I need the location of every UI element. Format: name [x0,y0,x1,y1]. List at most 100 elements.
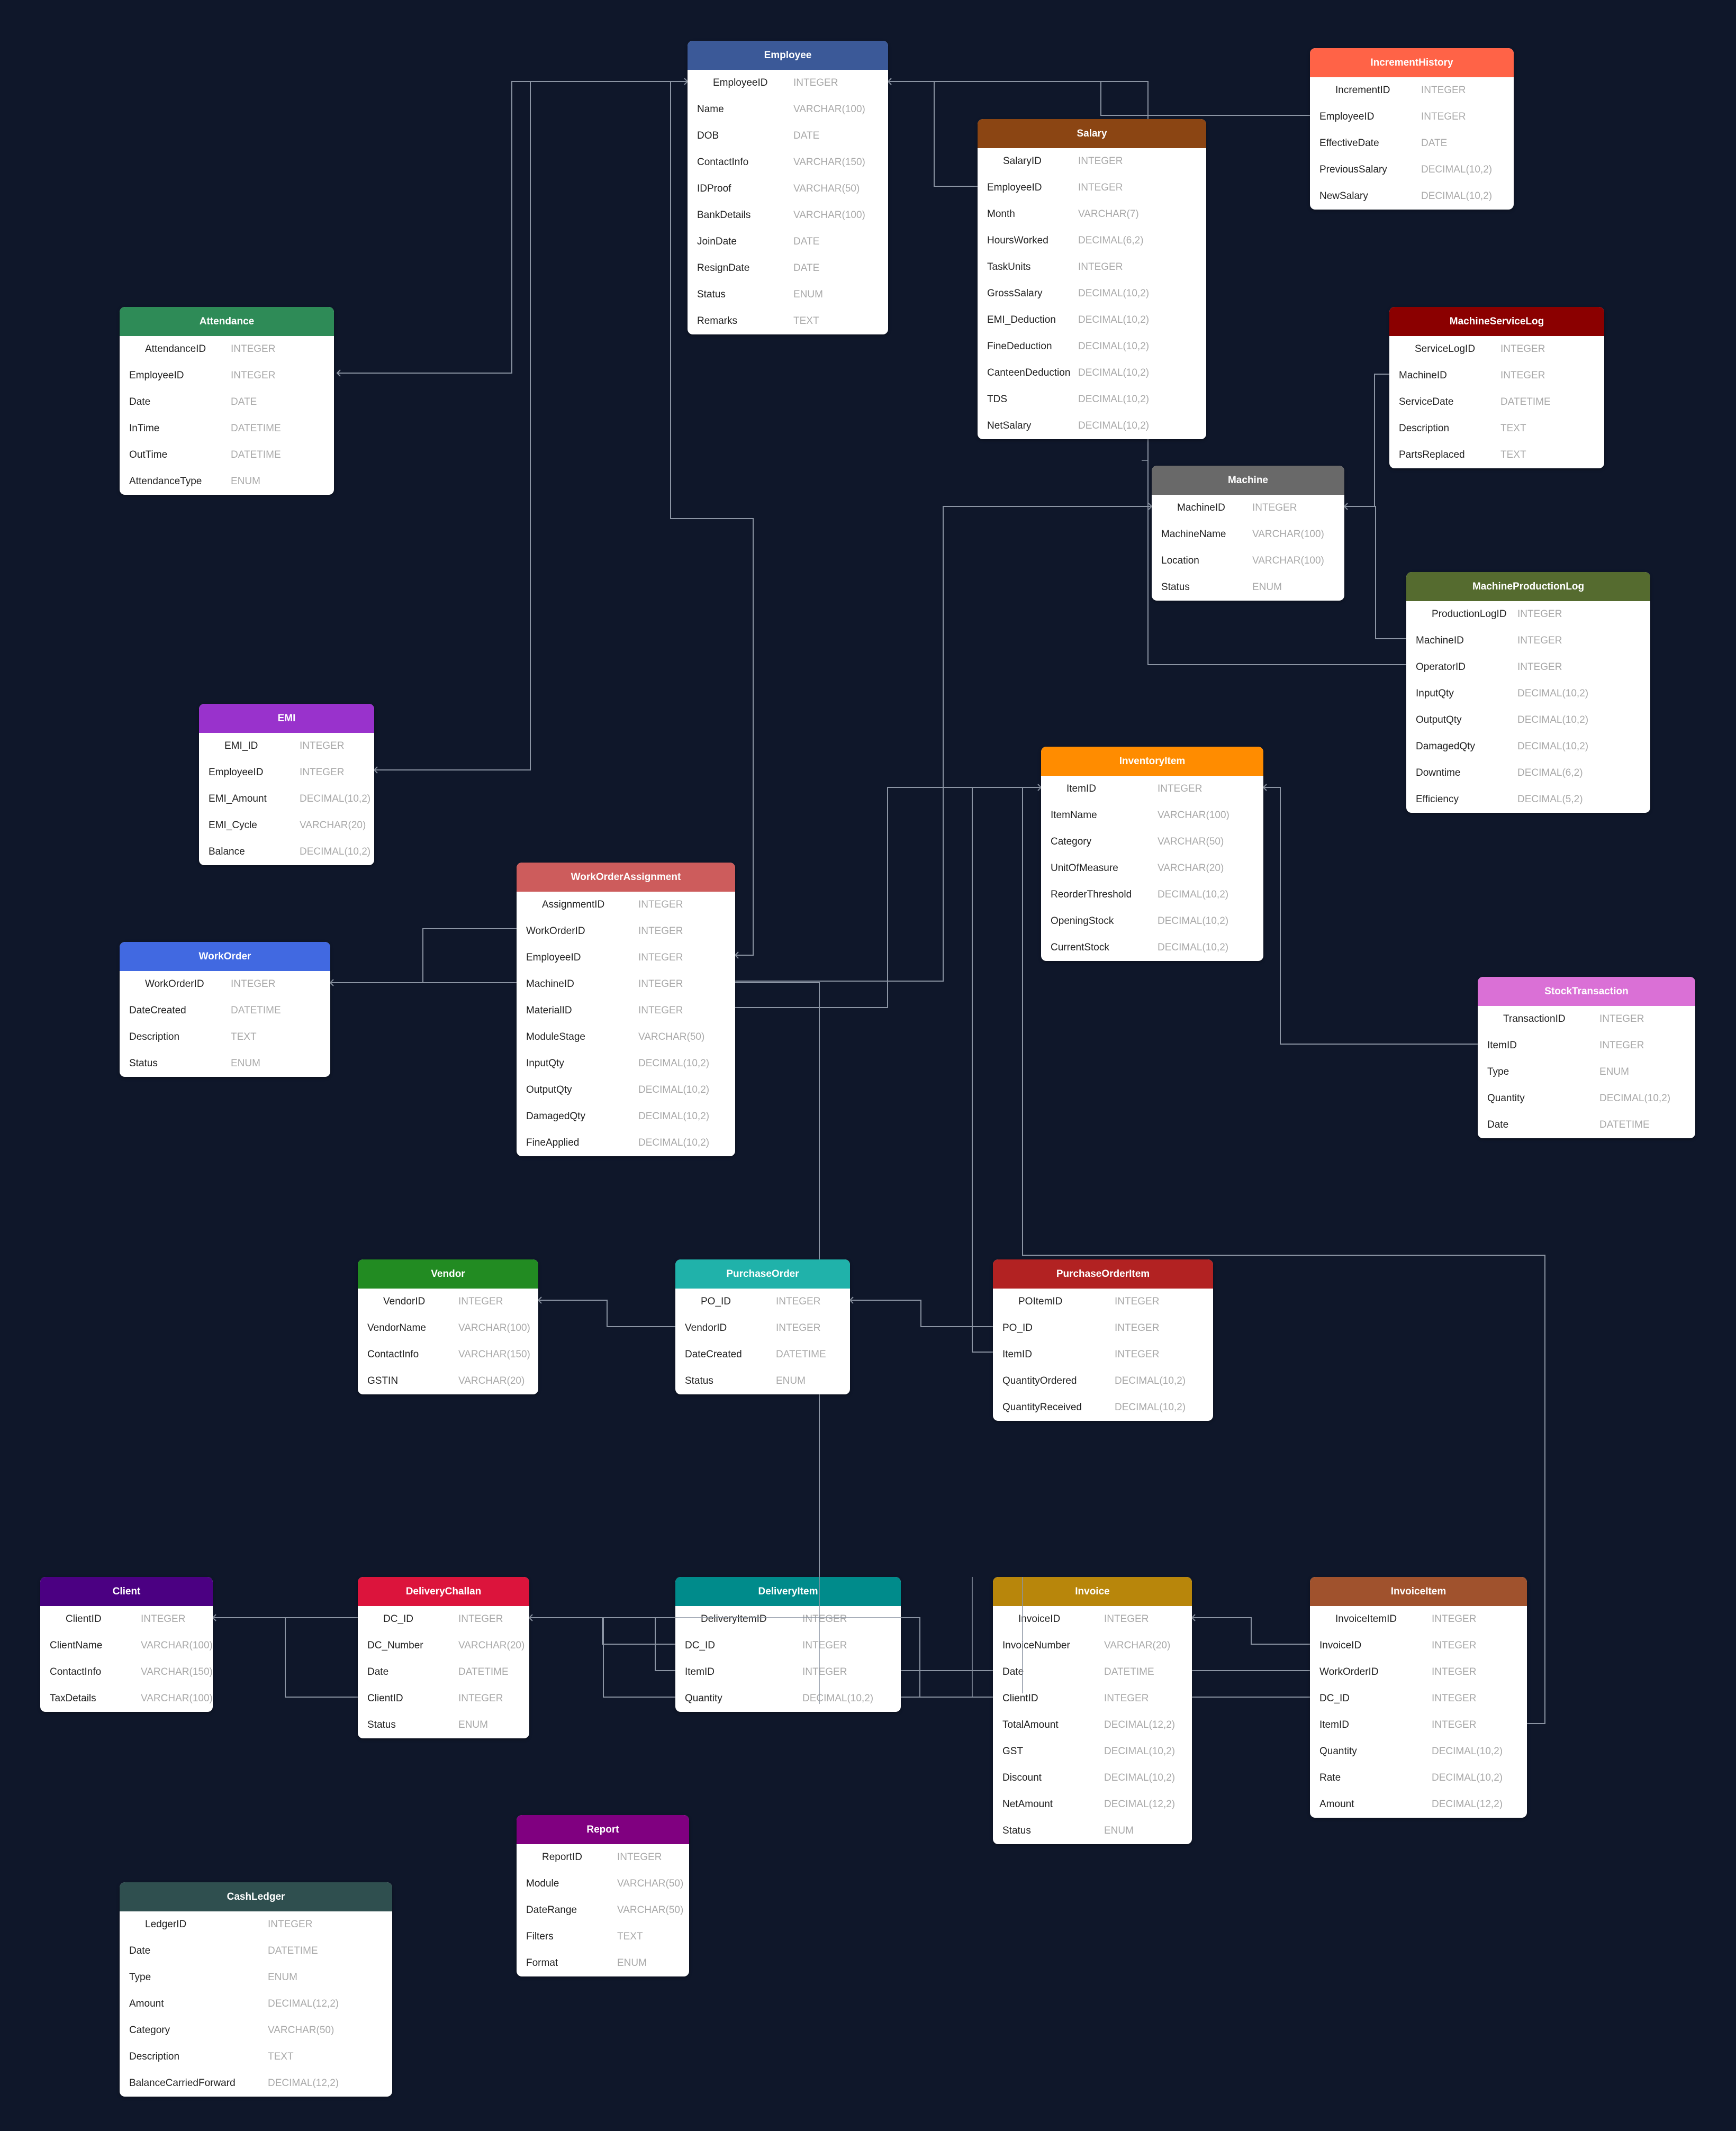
column-type: INTEGER [1078,182,1123,193]
column-type: DECIMAL(12,2) [1432,1799,1503,1810]
table-header[interactable]: IncrementHistory [1310,48,1514,77]
table-header[interactable]: EMI [199,704,374,733]
column-name: MaterialID [526,1005,572,1016]
column-name: WorkOrderID [1319,1666,1379,1677]
column-type: TEXT [617,1931,643,1942]
column-name: Balance [209,846,245,857]
table-header[interactable]: WorkOrder [120,942,330,971]
column-name: ItemID [685,1666,715,1677]
table-header[interactable]: Invoice [993,1577,1192,1606]
column-type: VARCHAR(7) [1078,208,1139,220]
table-header[interactable]: Employee [688,41,888,70]
table-header[interactable]: Report [517,1815,689,1844]
column-name: Quantity [1487,1093,1525,1104]
column-name: InvoiceItemID [1335,1613,1397,1625]
table-header[interactable]: MachineProductionLog [1406,572,1650,601]
column-type: INTEGER [802,1666,847,1677]
table-header[interactable]: InventoryItem [1041,747,1263,776]
column-type: DECIMAL(6,2) [1078,235,1144,246]
column-type: TEXT [231,1031,257,1042]
relationship-line [1022,787,1545,1724]
column-type: INTEGER [1432,1613,1477,1625]
table-header[interactable]: DeliveryChallan [358,1577,529,1606]
column-name: InvoiceNumber [1002,1640,1070,1651]
table-header[interactable]: Vendor [358,1259,538,1289]
column-name: InvoiceID [1018,1613,1061,1625]
relationship-line [735,787,1041,1008]
column-name: ReportID [542,1852,583,1863]
column-name: TransactionID [1503,1013,1566,1024]
table-header[interactable]: PurchaseOrderItem [993,1259,1213,1289]
table-header[interactable]: InvoiceItem [1310,1577,1527,1606]
relationship-line [1344,506,1406,639]
table-header[interactable]: PurchaseOrder [675,1259,850,1289]
column-type: VARCHAR(20) [1158,863,1224,874]
table-header[interactable]: DeliveryItem [675,1577,901,1606]
column-type: ENUM [1599,1066,1629,1077]
column-name: EmployeeID [526,952,581,963]
column-type: DECIMAL(10,2) [1115,1375,1186,1386]
table-header[interactable]: StockTransaction [1478,977,1695,1006]
table-header[interactable]: Salary [978,119,1206,148]
table-header[interactable]: MachineServiceLog [1389,307,1604,336]
table-header[interactable]: Client [40,1577,213,1606]
column-type: DATETIME [268,1945,318,1956]
column-name: FineApplied [526,1137,580,1148]
column-name: ClientID [367,1693,403,1704]
table-header[interactable]: Machine [1152,466,1344,495]
column-name: EMI_Cycle [209,820,257,831]
column-name: ClientID [66,1613,102,1625]
column-name: Description [129,2051,180,2062]
column-type: DECIMAL(10,2) [1104,1746,1176,1757]
table-header[interactable]: Attendance [120,307,334,336]
table-header[interactable]: WorkOrderAssignment [517,863,735,892]
table-header[interactable]: CashLedger [120,1882,392,1911]
column-type: DECIMAL(10,2) [1421,164,1493,175]
column-type: VARCHAR(50) [638,1031,705,1042]
